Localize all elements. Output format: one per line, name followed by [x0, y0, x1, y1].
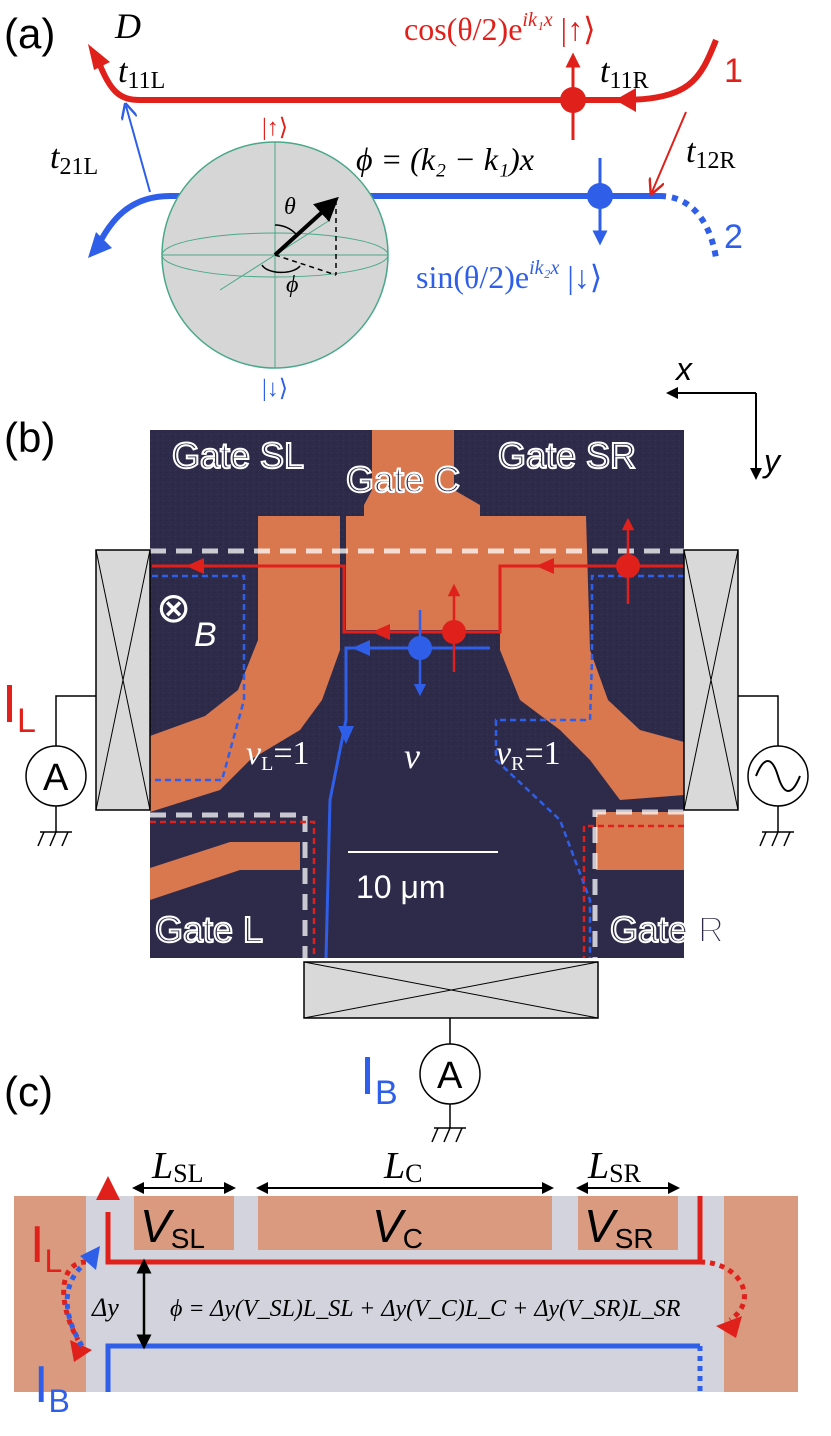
t12R-arrow — [652, 111, 687, 192]
gate-c-label: Gate C — [346, 459, 460, 500]
gate-c-block — [258, 1196, 552, 1250]
l-sl-label: LSL — [151, 1145, 203, 1188]
current-ib-label: IB — [360, 1046, 398, 1112]
b-field-symbol: ⊗ — [156, 584, 191, 631]
il-label-c: IL — [30, 1216, 62, 1279]
panel-a: (a) D t11L t11R t21L t12R 1 2 cos(θ/2)ei… — [4, 6, 743, 402]
state-up-label: cos(θ/2)eik₁x |↑⟩ — [404, 9, 596, 47]
panel-b-label: (b) — [4, 414, 55, 461]
b-field-label: B — [194, 616, 217, 654]
bloch-sphere — [161, 141, 389, 369]
current-il-label: IL — [2, 674, 36, 740]
red-channel-mid-arrow — [615, 88, 636, 112]
gate-labels: Gate SL Gate C Gate SR Gate L Gate R — [154, 434, 725, 951]
blue-edge-dashed-left — [150, 574, 246, 782]
panel-a-label: (a) — [4, 10, 55, 57]
ib-label-c: IB — [34, 1356, 70, 1419]
scale-bar-label: 10 μm — [356, 869, 446, 905]
ac-source-circuit — [738, 695, 809, 847]
phase-formula-a: ϕ = (k₂ − k₁)x — [356, 141, 534, 177]
sphere-top-label: |↑⟩ — [262, 115, 288, 141]
orange-left-block — [14, 1196, 86, 1392]
v-sr-label: VSR — [584, 1200, 654, 1254]
t11R-label: t11R — [600, 53, 649, 94]
gate-sl-block — [134, 1196, 234, 1250]
label-D: D — [114, 6, 141, 46]
blue-channel-end-arrow — [88, 232, 112, 258]
nu-l-label: νL=1 — [246, 735, 310, 775]
red-edge-c — [105, 1196, 703, 1265]
phi-label: ϕ — [286, 272, 298, 298]
nu-label: ν — [404, 736, 420, 776]
red-edge-dashed-right — [582, 824, 684, 958]
v-sl-label: VSL — [140, 1200, 205, 1254]
t12R-label: t12R — [686, 133, 735, 174]
x-axis-label: x — [674, 351, 693, 387]
gate-sr-shape — [500, 516, 684, 760]
xy-axes: x y — [666, 351, 782, 480]
l-c-label: LC — [383, 1145, 422, 1188]
gate-l-label: Gate L — [155, 909, 263, 950]
state-down-label: sin(θ/2)eik₂x |↓⟩ — [416, 257, 602, 295]
t21L-arrow — [126, 106, 151, 193]
red-edge-solid — [152, 564, 684, 634]
panel-c: (c) LSL LC LSR VSL VC VSR Δy ϕ = Δy(V_SL… — [4, 1068, 798, 1419]
theta-label: θ — [284, 194, 296, 220]
phase-formula-c: ϕ = Δy(V_SL)L_SL + Δy(V_C)L_C + Δy(V_SR)… — [170, 1296, 681, 1322]
blue-channel-dotted — [659, 193, 719, 259]
ammeter-left-circuit: A — [25, 695, 96, 847]
contact-left — [95, 549, 151, 811]
contact-bottom — [303, 961, 599, 1019]
ac-wave-icon — [755, 760, 801, 792]
blue-edge-solid — [324, 646, 490, 959]
device-image-lower — [150, 760, 684, 958]
ammeter-bottom-circuit: A — [419, 1018, 481, 1143]
y-axis-label: y — [762, 443, 782, 479]
gate-sl-shape — [150, 516, 340, 760]
t11L-label: t11L — [118, 53, 165, 94]
gate-r-label: Gate R — [610, 909, 724, 950]
dy-label: Δy — [91, 1293, 119, 1322]
l-sr-label: LSR — [587, 1145, 642, 1188]
orange-right-block — [724, 1196, 798, 1392]
v-c-label: VC — [372, 1200, 423, 1254]
t21L-label: t21L — [50, 139, 98, 180]
gate-sr-block — [578, 1196, 678, 1250]
channel-1-label: 1 — [724, 52, 743, 90]
sphere-bottom-label: |↓⟩ — [262, 376, 288, 402]
gate-sr-label: Gate SR — [498, 435, 636, 476]
contact-right — [683, 549, 739, 811]
red-edge-dashed-left — [150, 820, 316, 958]
ammeter-bottom-label: A — [437, 1055, 463, 1097]
blue-dotted-c-left — [64, 1262, 86, 1348]
ammeter-left-label: A — [43, 757, 69, 799]
red-dotted-c-right — [699, 1259, 747, 1323]
panel-c-label: (c) — [4, 1068, 53, 1115]
gate-sl-label: Gate SL — [172, 435, 304, 476]
blue-edge-c — [105, 1343, 700, 1392]
bloch-vector — [273, 196, 339, 257]
blue-edge-dashed-right — [494, 574, 684, 958]
red-channel-end-arrow — [88, 44, 110, 70]
channel-2-label: 2 — [724, 218, 743, 256]
edge-channels-b — [150, 517, 684, 959]
nu-r-label: νR=1 — [496, 735, 561, 775]
